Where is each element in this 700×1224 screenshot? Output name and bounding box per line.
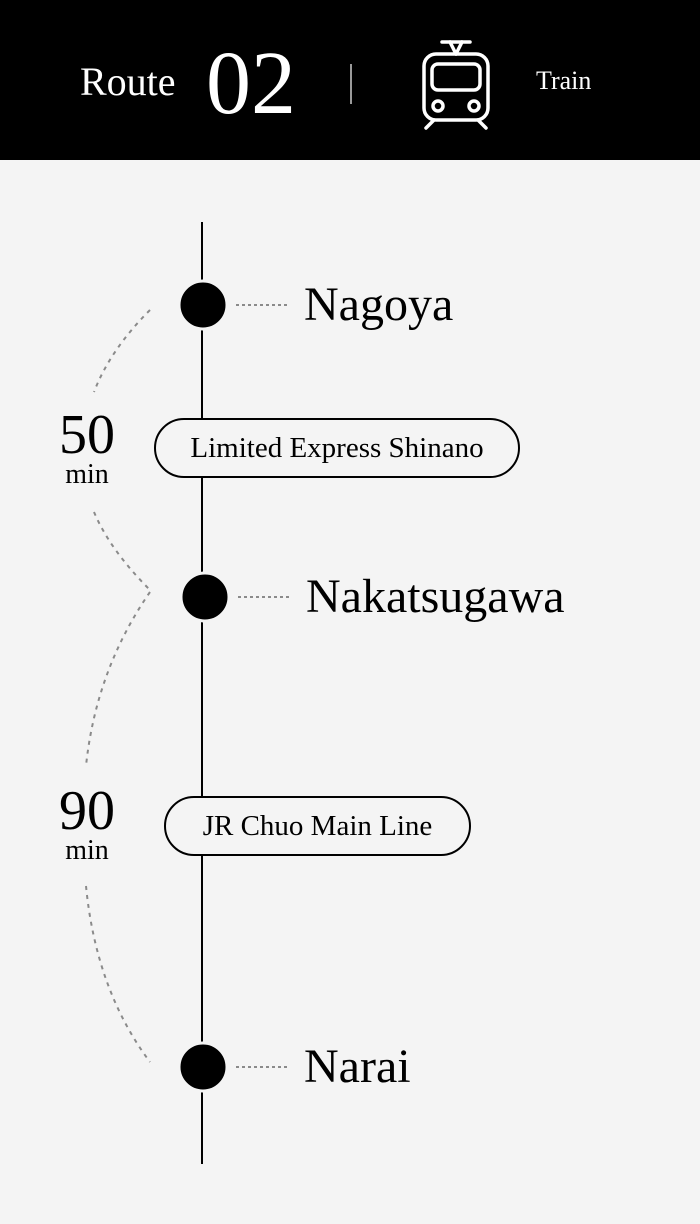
duration-bracket-1 [93, 511, 151, 591]
route-lines [85, 222, 290, 1164]
route-number: 02 [206, 34, 296, 133]
transport-mode-label: Train [536, 66, 592, 95]
station-name-nakatsugawa: Nakatsugawa [306, 570, 565, 623]
station-name-narai: Narai [304, 1040, 411, 1093]
train-icon [422, 40, 490, 130]
station-dot-narai [177, 1041, 229, 1093]
duration-unit: min [65, 835, 109, 866]
duration-value: 90 [59, 780, 115, 842]
line-label-limited-express-shinano: Limited Express Shinano [154, 418, 520, 478]
route-header: Route 02 Train [0, 0, 700, 160]
line-label-jr-chuo-main-line: JR Chuo Main Line [164, 796, 471, 856]
header-divider [350, 64, 352, 104]
duration-value: 50 [59, 404, 115, 466]
route-label: Route [80, 59, 176, 104]
route-diagram: Nagoya Nakatsugawa Narai Limited Express… [0, 160, 700, 1224]
duration-bracket-1 [93, 309, 151, 393]
duration-unit: min [65, 459, 109, 490]
duration-segment-2: 90 min [47, 780, 127, 866]
duration-bracket-2 [85, 591, 151, 767]
station-dot-nakatsugawa [179, 571, 231, 623]
station-name-nagoya: Nagoya [304, 278, 454, 331]
duration-segment-1: 50 min [47, 404, 127, 490]
station-dot-nagoya [177, 279, 229, 331]
duration-bracket-2 [85, 885, 151, 1063]
